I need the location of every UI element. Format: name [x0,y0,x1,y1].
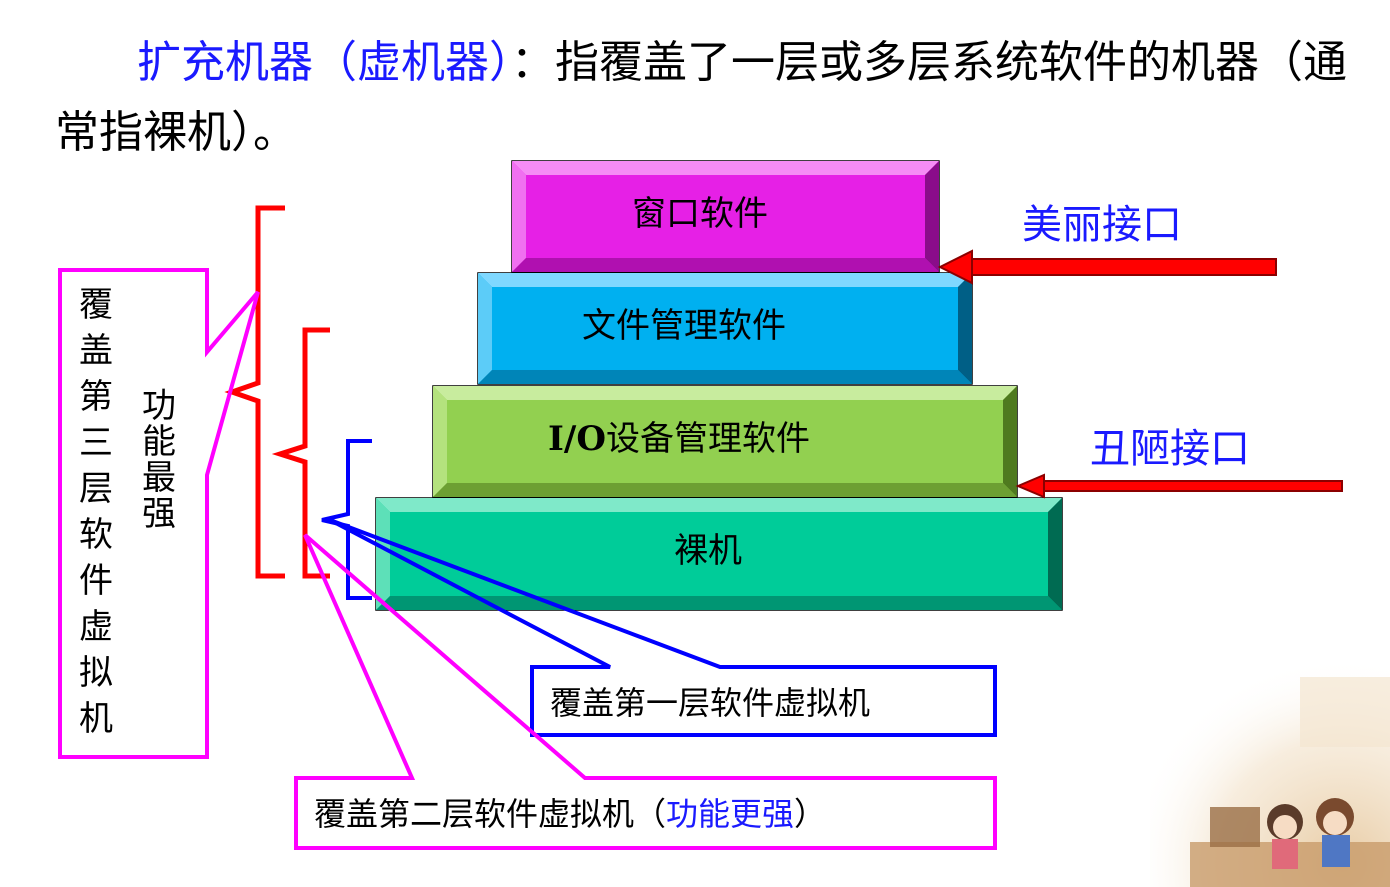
layer-label-io: I/O设备管理软件 [548,411,810,460]
callout-vm2-outline [294,533,997,850]
intro-definition: 指覆盖了一层或多层系统软件的机器（通常指裸机）。 [55,37,1347,158]
callout-vm1-outline [329,518,997,737]
brace-one-layer [321,439,372,600]
layer-file-management [477,272,973,385]
layer-label-file: 文件管理软件 [582,306,786,346]
vm2-label-close: ） [794,795,827,833]
vm3-strongest-note: 功能最强 [142,386,176,534]
callout-vm3-outline [58,268,260,759]
intro-paragraph: 扩充机器（虚机器）：指覆盖了一层或多层系统软件的机器（通常指裸机）。 [55,28,1355,168]
vm3-vertical-label: 覆盖第三层软件虚拟机 [79,285,113,739]
layer-label-io-prefix: I/O [548,419,606,459]
ugly-interface-arrow [1015,473,1343,499]
layer-bare-machine [375,497,1063,611]
decorative-illustration [1150,657,1390,887]
intro-term: 扩充机器（虚机器） [137,37,511,88]
vm1-label: 覆盖第一层软件虚拟机 [550,684,871,722]
vm2-label-note: 功能更强 [666,795,795,833]
brace-two-layers [271,327,330,579]
layer-io-management [432,385,1018,498]
ugly-interface-label: 丑陋接口 [1090,426,1250,472]
layer-label-io-rest: 设备管理软件 [605,419,810,459]
intro-colon: ： [511,37,555,88]
beautiful-interface-arrow [937,249,1277,285]
layer-label-bare: 裸机 [674,531,742,571]
beautiful-interface-label: 美丽接口 [1022,202,1182,248]
layer-label-window: 窗口软件 [632,194,768,234]
vm2-label: 覆盖第二层软件虚拟机（功能更强） [314,789,826,835]
layer-window-software [511,160,940,273]
brace-three-layers [224,205,285,579]
vm2-label-main: 覆盖第二层软件虚拟机（ [314,795,667,833]
